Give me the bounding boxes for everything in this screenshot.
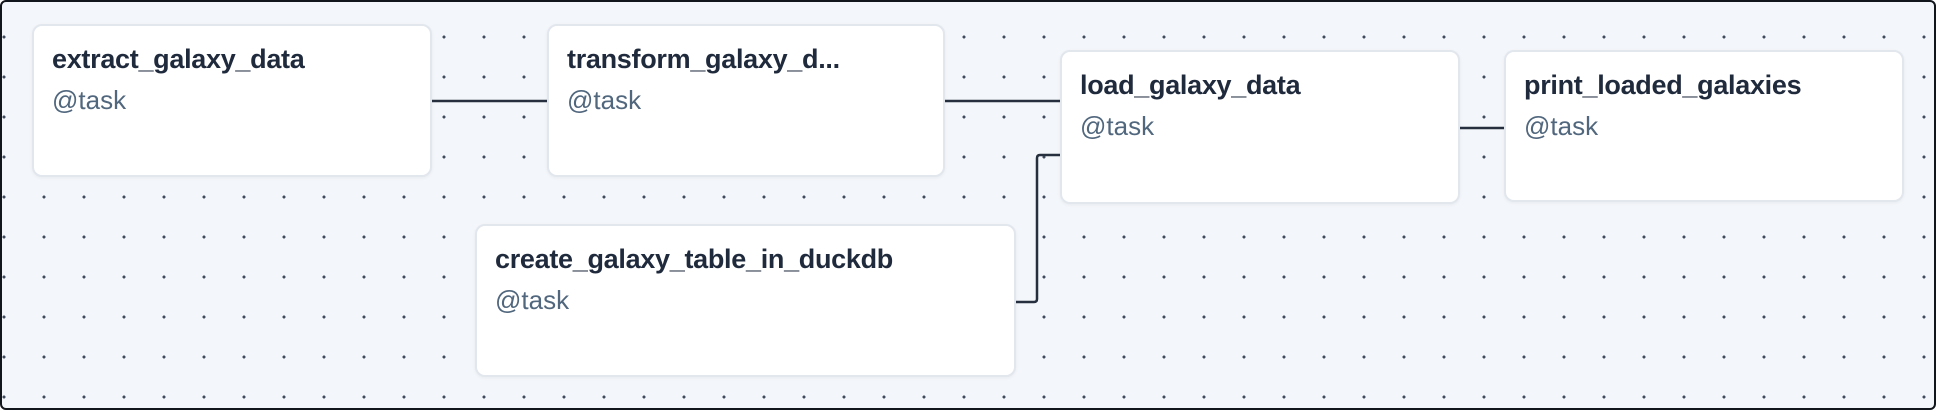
task-node-title: load_galaxy_data [1080, 70, 1301, 100]
task-node-subtitle: @task [52, 85, 127, 115]
edge-create_galaxy_table_in_duckdb-to-load_galaxy_data [1016, 153, 1060, 304]
task-node-subtitle: @task [1524, 111, 1599, 141]
task-node-title: transform_galaxy_d... [567, 44, 840, 74]
task-node-subtitle: @task [567, 85, 642, 115]
task-node-transform_galaxy_data[interactable]: transform_galaxy_d... @task [547, 24, 945, 177]
task-node-subtitle: @task [1080, 111, 1155, 141]
task-node-title: print_loaded_galaxies [1524, 70, 1802, 100]
task-node-load_galaxy_data[interactable]: load_galaxy_data @task [1060, 50, 1460, 204]
task-node-extract_galaxy_data[interactable]: extract_galaxy_data @task [32, 24, 432, 177]
task-node-print_loaded_galaxies[interactable]: print_loaded_galaxies @task [1504, 50, 1904, 202]
task-node-create_galaxy_table_in_duckdb[interactable]: create_galaxy_table_in_duckdb @task [475, 224, 1016, 377]
task-node-title: create_galaxy_table_in_duckdb [495, 244, 894, 274]
task-node-subtitle: @task [495, 285, 570, 315]
task-node-title: extract_galaxy_data [52, 44, 305, 74]
